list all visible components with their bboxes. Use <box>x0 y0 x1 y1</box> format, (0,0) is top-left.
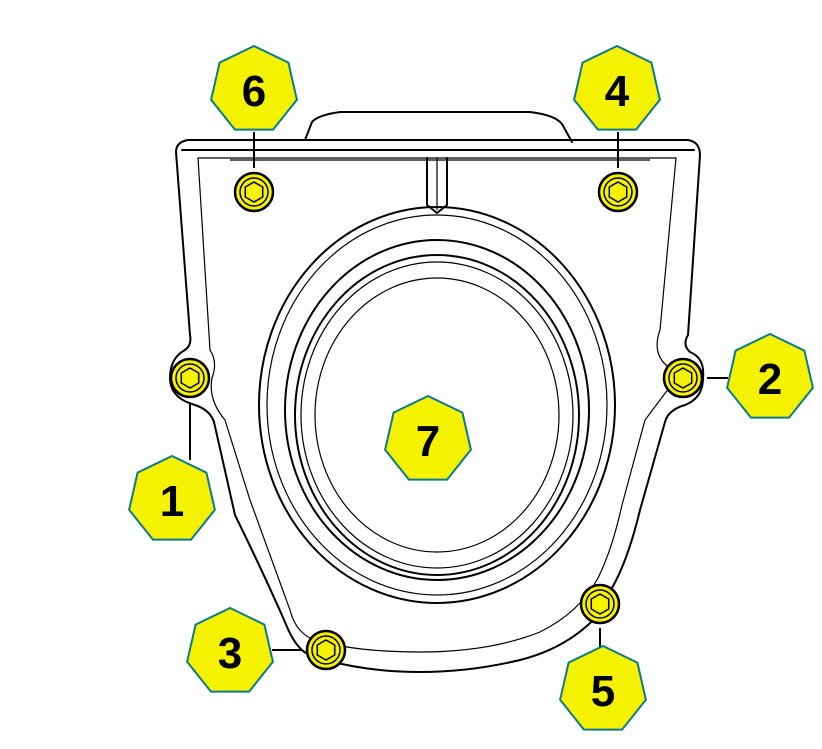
callout-heptagon <box>210 44 298 131</box>
pulley-face <box>314 277 560 553</box>
callout-heptagon <box>559 644 647 731</box>
inner-pulley-ring-2 <box>300 261 574 569</box>
bolt-1 <box>169 357 211 399</box>
center-rib <box>426 157 448 214</box>
cover-outer-outline <box>169 139 705 673</box>
bolt-flange <box>668 363 698 393</box>
callout-7: 7 <box>384 394 472 481</box>
top-cap <box>304 111 573 143</box>
bolt-flange <box>239 177 269 207</box>
callout-5: 5 <box>559 644 647 731</box>
callout-label: 2 <box>758 355 782 404</box>
outer-pulley-ring-2 <box>266 214 608 596</box>
outer-pulley-ring <box>258 206 616 604</box>
bolt-flange <box>585 589 615 619</box>
bolt-2 <box>662 357 704 399</box>
bolt-flange <box>175 363 205 393</box>
callout-heptagon <box>186 606 274 693</box>
callout-heptagon <box>384 394 472 481</box>
bolt-hex-head <box>180 367 200 389</box>
bolt-4 <box>597 171 639 213</box>
callout-heptagon <box>128 454 216 541</box>
callout-label: 5 <box>591 667 615 716</box>
callout-1: 1 <box>128 454 216 541</box>
bolts <box>169 171 704 671</box>
callout-label: 3 <box>218 629 242 678</box>
callout-6: 6 <box>210 44 298 131</box>
bolt-hex-head <box>244 181 264 203</box>
callout-heptagon <box>573 44 661 131</box>
callout-label: 4 <box>605 67 630 116</box>
bolt-hex-head <box>316 639 336 661</box>
bolt-hex-head <box>608 181 628 203</box>
bolt-5 <box>579 583 621 625</box>
bolt-hex-head <box>590 593 610 615</box>
inner-pulley-ring <box>294 254 580 576</box>
callouts: 1 2 3 4 5 6 7 <box>128 44 814 731</box>
bolt-hex-head <box>673 367 693 389</box>
callout-heptagon <box>726 332 814 419</box>
callout-4: 4 <box>573 44 661 131</box>
bolt-flange <box>311 635 341 665</box>
bolt-flange <box>603 177 633 207</box>
bolt-3 <box>305 629 347 671</box>
callout-label: 1 <box>160 477 184 526</box>
leader-lines <box>189 132 728 651</box>
callout-3: 3 <box>186 606 274 693</box>
mid-pulley-ring <box>284 239 590 581</box>
callout-label: 6 <box>242 67 266 116</box>
callout-2: 2 <box>726 332 814 419</box>
bolt-6 <box>233 171 275 213</box>
callout-label: 7 <box>416 417 440 466</box>
